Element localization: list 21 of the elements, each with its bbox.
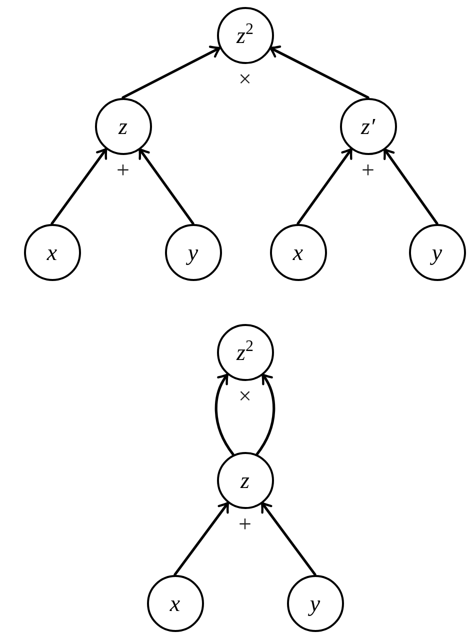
circle-node	[94, 98, 152, 154]
variable-label: z	[118, 114, 128, 138]
operator-label: ×	[238, 384, 252, 407]
variable-label: z	[240, 468, 250, 492]
circle-node	[216, 324, 274, 380]
variable-label: y	[310, 592, 320, 614]
variable-label: x	[46, 240, 58, 264]
operator-label: +	[238, 512, 252, 535]
circle-node	[216, 452, 274, 508]
operator-label: +	[116, 158, 130, 181]
operator-label: ×	[238, 67, 252, 90]
circle-node	[216, 6, 274, 64]
variable-label: z$^{2}$	[236, 24, 254, 46]
variable-label: x	[292, 240, 304, 264]
variable-label: y	[432, 240, 442, 264]
operator-label: +	[362, 158, 374, 181]
circle-node	[340, 98, 396, 154]
variable-label: z$^{2}$	[236, 340, 254, 364]
variable-label: z′	[361, 114, 375, 138]
variable-label: x	[170, 592, 180, 614]
variable-label: y	[188, 240, 198, 264]
